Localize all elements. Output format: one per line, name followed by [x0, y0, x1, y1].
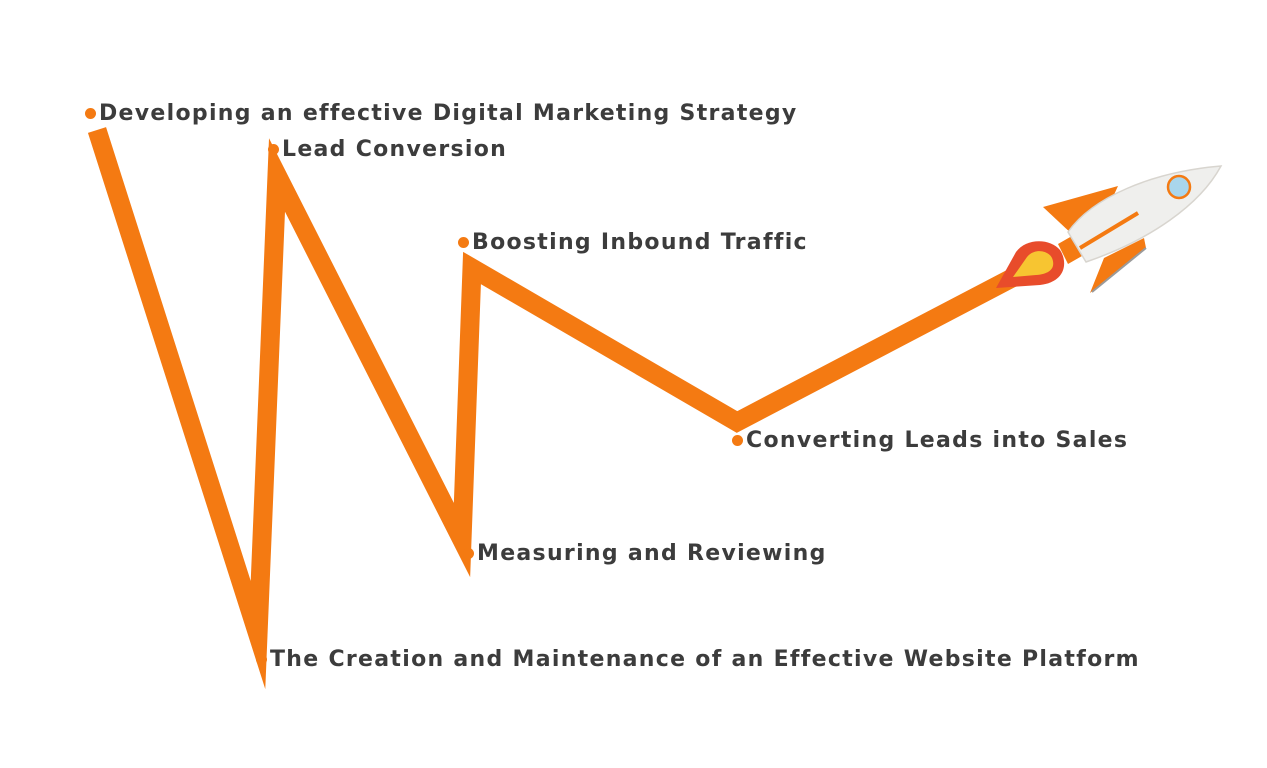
dot-icon: [732, 435, 743, 446]
growth-path-line: [87, 127, 1017, 690]
dot-icon: [458, 237, 469, 248]
rocket-window: [1166, 174, 1192, 200]
milestone-website-platform: The Creation and Maintenance of an Effec…: [256, 647, 1140, 672]
dot-icon: [268, 144, 279, 155]
milestone-label: Converting Leads into Sales: [746, 428, 1129, 453]
milestone-lead-conversion: Lead Conversion: [268, 137, 507, 162]
dot-icon: [85, 108, 96, 119]
dot-icon: [463, 548, 474, 559]
milestone-label: The Creation and Maintenance of an Effec…: [270, 647, 1140, 672]
rocket-fin-bottom: [1090, 238, 1146, 293]
milestone-label: Measuring and Reviewing: [477, 541, 827, 566]
milestone-digital-marketing-strategy: Developing an effective Digital Marketin…: [85, 101, 798, 126]
rocket-nozzle: [1058, 236, 1082, 264]
rocket-flame-inner: [1013, 251, 1054, 277]
rocket-icon: [996, 165, 1223, 293]
dot-icon: [256, 654, 267, 665]
milestone-label: Lead Conversion: [282, 137, 508, 162]
milestone-inbound-traffic: Boosting Inbound Traffic: [458, 230, 808, 255]
milestone-label: Developing an effective Digital Marketin…: [99, 101, 798, 126]
milestone-leads-into-sales: Converting Leads into Sales: [732, 428, 1128, 453]
milestone-label: Boosting Inbound Traffic: [472, 230, 808, 255]
milestone-measuring-reviewing: Measuring and Reviewing: [463, 541, 827, 566]
